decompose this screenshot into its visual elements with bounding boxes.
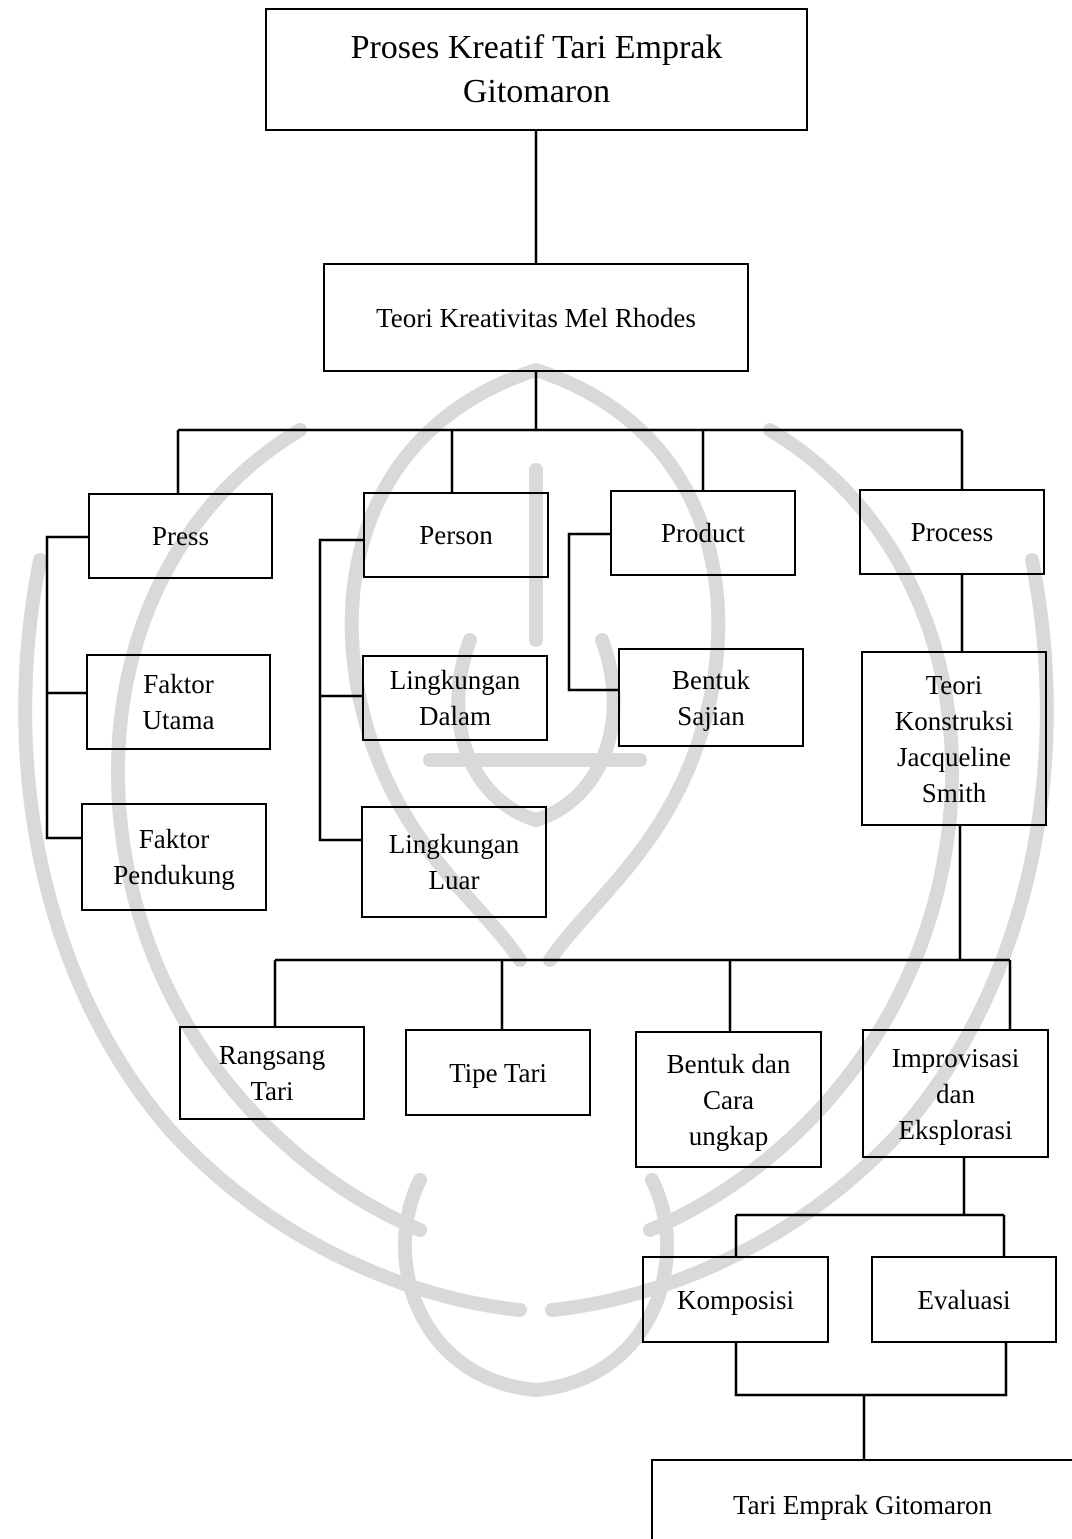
category-person: Person: [363, 492, 549, 578]
final-step-label: Evaluasi: [917, 1284, 1011, 1315]
press-item-faktor-pendukung: Faktor Pendukung: [81, 803, 267, 911]
process-step-label: Rangsang Tari: [218, 1040, 326, 1106]
person-item-lingkungan-dalam: Lingkungan Dalam: [362, 655, 548, 741]
connector-press-items: [45, 535, 88, 840]
process-step-label: Bentuk dan Cara ungkap: [666, 1048, 791, 1151]
process-step-tipe-tari: Tipe Tari: [405, 1029, 591, 1116]
process-step-rangsang-tari: Rangsang Tari: [179, 1026, 365, 1120]
result-text: Tari Emprak Gitomaron: [732, 1490, 993, 1520]
press-item-faktor-utama: Faktor Utama: [86, 654, 271, 750]
process-step-label: Improvisasi dan Eksplorasi: [891, 1042, 1020, 1145]
final-step-label: Komposisi: [676, 1284, 795, 1315]
connector-person-items: [318, 538, 363, 842]
press-item-label: Faktor Utama: [142, 669, 215, 735]
product-item-bentuk-sajian: Bentuk Sajian: [618, 648, 804, 747]
process-step-improvisasi-eksplorasi: Improvisasi dan Eksplorasi: [862, 1029, 1049, 1158]
person-item-label: Lingkungan Luar: [388, 829, 520, 895]
category-product-label: Product: [661, 518, 745, 548]
person-item-label: Lingkungan Dalam: [389, 665, 521, 731]
person-item-lingkungan-luar: Lingkungan Luar: [361, 806, 547, 918]
category-press-label: Press: [151, 521, 209, 551]
process-step-bentuk-cara-ungkap: Bentuk dan Cara ungkap: [635, 1031, 822, 1168]
final-step-komposisi: Komposisi: [642, 1256, 829, 1343]
connector-product-items: [567, 532, 619, 692]
process-step-label: Tipe Tari: [449, 1057, 547, 1088]
category-process: Process: [859, 489, 1045, 575]
title-text: Proses Kreatif Tari Emprak Gitomaron: [350, 28, 723, 110]
theory-text: Teori Kreativitas Mel Rhodes: [376, 302, 696, 333]
final-step-evaluasi: Evaluasi: [871, 1256, 1057, 1343]
category-person-label: Person: [419, 520, 493, 550]
press-item-label: Faktor Pendukung: [113, 824, 235, 890]
process-theory-box: Teori Konstruksi Jacqueline Smith: [861, 651, 1047, 826]
title-box: Proses Kreatif Tari Emprak Gitomaron: [265, 8, 808, 131]
result-box: Tari Emprak Gitomaron: [651, 1459, 1072, 1539]
product-item-label: Bentuk Sajian: [672, 664, 750, 731]
theory-box: Teori Kreativitas Mel Rhodes: [323, 263, 749, 372]
category-product: Product: [610, 490, 796, 576]
process-theory-label: Teori Konstruksi Jacqueline Smith: [894, 669, 1014, 808]
category-process-label: Process: [910, 517, 994, 547]
category-press: Press: [88, 493, 273, 579]
connector-final-result: [734, 1342, 1008, 1397]
